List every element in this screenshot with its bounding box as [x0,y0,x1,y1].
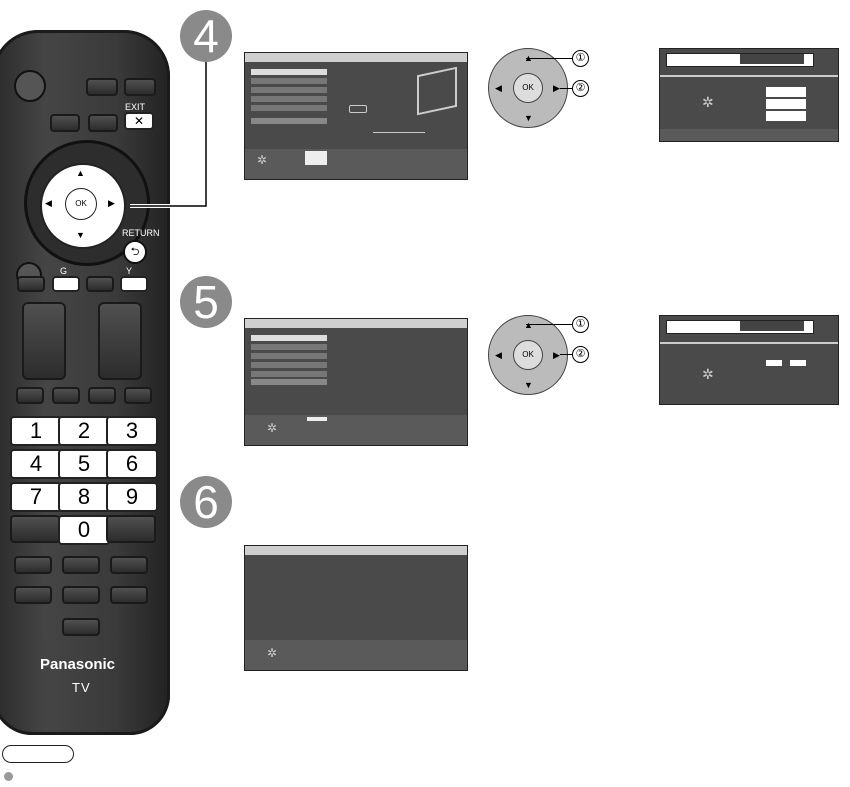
return-button[interactable]: ⮌ [123,240,147,264]
brand-logo: Panasonic [40,656,116,673]
callout-2b: ② [572,346,589,363]
number-key-3[interactable]: 3 [106,416,158,446]
number-key-7[interactable]: 7 [10,482,62,512]
volume-rocker[interactable] [22,302,66,380]
callout-1b: ① [572,316,589,333]
number-key-5[interactable]: 5 [58,449,110,479]
screen-title-bar [245,53,467,62]
step5-dpad-graphic: OK ▲ ▼ ◀ ▶ [488,315,568,395]
vcr-button-2[interactable] [62,556,100,574]
dpad-hint-icon: ✲ [267,646,278,660]
number-key-0[interactable]: 0 [58,515,110,545]
vcr-button-4[interactable] [14,586,52,604]
playback-button-1[interactable] [16,387,44,404]
dpad-hint-icon: ✲ [702,366,714,382]
dpad-hint-icon: ✲ [267,421,278,435]
model-label: TV [72,680,91,695]
number-key-9[interactable]: 9 [106,482,158,512]
exit-label: EXIT [125,102,146,112]
yellow-button[interactable] [120,276,148,292]
g-label: G [60,266,68,276]
power-button[interactable] [14,70,46,102]
remote-control: EXIT ✕ ▲ ▼ ◀ ▶ OK RETURN ⮌ G Y 1 2 3 4 5… [0,30,170,735]
step6-tv-screen: ✲ [244,545,468,671]
up-arrow-icon[interactable]: ▲ [76,168,85,178]
y-label: Y [126,266,133,276]
callout-2: ② [572,80,589,97]
vcr-button-1[interactable] [14,556,52,574]
step4-mini-screen: ✲ [659,48,839,142]
cable-icon [373,132,425,133]
bullet-icon [4,772,13,781]
step4-dpad-graphic: OK ▲ ▼ ◀ ▶ [488,48,568,128]
step5-mini-screen: ✲ [659,315,839,405]
step-5-number: 5 [180,276,232,328]
right-arrow-icon[interactable]: ▶ [108,198,115,208]
last-view-button[interactable] [10,515,60,543]
number-key-1[interactable]: 1 [10,416,62,446]
vcr-button-3[interactable] [110,556,148,574]
menu-button[interactable] [124,78,156,96]
return-label: RETURN [122,228,160,238]
step-4-number: 4 [180,10,232,62]
down-arrow-icon[interactable]: ▼ [76,230,85,240]
favorite-button[interactable] [88,114,118,132]
dpad-hint-icon: ✲ [257,153,268,167]
vcr-button-6[interactable] [110,586,148,604]
number-key-4[interactable]: 4 [10,449,62,479]
left-arrow-icon[interactable]: ◀ [45,198,52,208]
vcr-button-5[interactable] [62,586,100,604]
step-6-number: 6 [180,476,232,528]
input-button[interactable] [86,78,118,96]
green-button[interactable] [52,276,80,292]
playback-button-4[interactable] [124,387,152,404]
number-key-2[interactable]: 2 [58,416,110,446]
channel-rocker[interactable] [98,302,142,380]
exit-button[interactable]: ✕ [124,112,154,130]
tv-icon [417,66,457,116]
step4-tv-screen: ✲ [244,52,468,180]
step5-tv-screen: ✲ [244,318,468,446]
blue-button[interactable] [86,276,114,292]
dpad-hint-icon: ✲ [702,94,714,110]
callout-1: ① [572,50,589,67]
enter-button[interactable] [106,515,156,543]
playback-button-3[interactable] [88,387,116,404]
dpad-ok-icon: OK [513,73,543,103]
number-key-6[interactable]: 6 [106,449,158,479]
playback-button-2[interactable] [52,387,80,404]
remote-ok-button[interactable]: OK [65,188,97,220]
hdmi-icon [349,105,367,113]
sap-button[interactable] [50,114,80,132]
red-button[interactable] [17,276,45,292]
number-key-8[interactable]: 8 [58,482,110,512]
note-badge [2,745,74,763]
vcr-button-7[interactable] [62,618,100,636]
callout-line [130,50,208,208]
